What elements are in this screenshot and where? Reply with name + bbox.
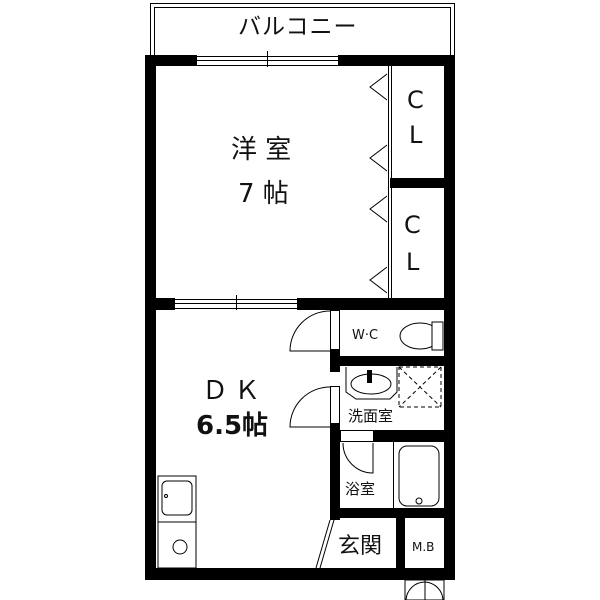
balcony-label: バルコニー [238,14,358,40]
bath-door-jamb [340,430,374,442]
western-room-label: 洋 室 [231,135,292,165]
outer-wall-top-right [338,55,455,66]
outer-wall-right [444,55,455,580]
dining-kitchen-label: ＤＫ [202,376,267,406]
outer-wall-left [145,55,156,580]
entrance-label: 玄関 [338,534,383,559]
closet-2-label-l: L [406,248,420,276]
washroom-door-jamb [330,386,340,424]
meter-box-label: M.B [412,540,435,554]
washroom-label: 洗面室 [348,407,394,425]
wc-washroom-wall [330,356,455,366]
washroom-bath-wall-right [374,430,455,442]
toilet-label: W·C [352,328,379,343]
bathroom-label: 浴室 [345,480,376,498]
entrance-mb-wall [396,518,405,568]
western-room-size: 7 帖 [238,179,289,209]
balcony-window [197,51,338,67]
closet-1-label-c: C [407,86,424,114]
dining-kitchen-size: 6.5帖 [196,411,269,441]
bath-entrance-wall [330,508,455,518]
outer-wall-top-left [145,55,197,66]
closet-1-label-l: L [409,121,423,149]
closet-2-label-c: C [404,211,421,239]
outer-wall-bottom [145,568,455,580]
interior-wall-mid-left [145,298,175,310]
wc-door-jamb [330,310,340,350]
interior-window [175,295,297,310]
wet-area-wall-left-lower [330,424,340,520]
interior-wall-mid-right [297,298,455,310]
closet-divider [390,178,444,188]
bath-partition [393,442,394,508]
